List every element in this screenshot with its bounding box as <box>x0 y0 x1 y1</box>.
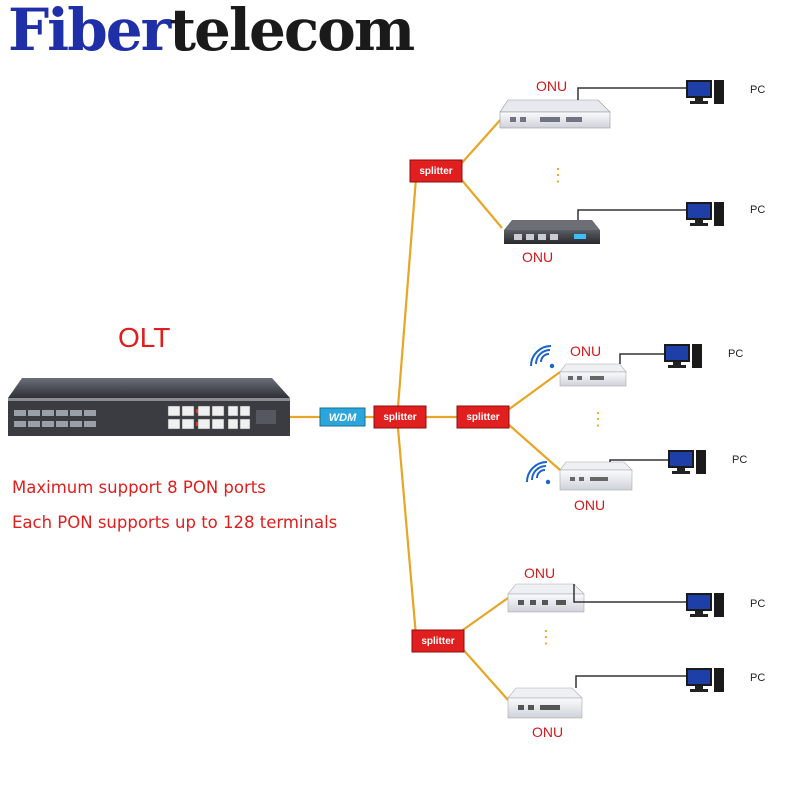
olt-note-1: Maximum support 8 PON ports <box>12 478 266 497</box>
splitter-upper: splitter <box>409 159 463 183</box>
ethernet-cables <box>573 87 686 688</box>
pc-icon-5 <box>686 593 724 617</box>
pc-label-2: PC <box>750 204 766 216</box>
pc-icon-1 <box>686 80 724 104</box>
onu-lower-1 <box>507 583 585 613</box>
cable-lower-2 <box>575 675 686 688</box>
pc-label-4: PC <box>732 454 748 466</box>
pc-label-6: PC <box>750 672 766 684</box>
onu-label-lower-2: ONU <box>532 724 564 740</box>
fiber-main-upper <box>396 177 418 408</box>
fiber-main-lower <box>396 427 418 637</box>
onu-middle-2 <box>559 461 633 491</box>
continuation-dots-lower: ⋮ <box>537 627 555 647</box>
wdm-label: WDM <box>329 412 357 424</box>
fiber-lower-onu1 <box>459 597 509 633</box>
pc-label-5: PC <box>750 598 766 610</box>
onu-label-lower-1: ONU <box>524 565 556 581</box>
pc-icon-2 <box>686 202 724 226</box>
fiber-upper-onu2 <box>459 177 503 229</box>
onu-lower-2 <box>507 687 583 719</box>
onu-upper-1 <box>499 99 611 129</box>
wifi-icon <box>530 345 555 369</box>
fiber-lower-onu2 <box>459 645 509 701</box>
splitter-main: splitter <box>373 405 427 429</box>
olt-device <box>8 378 290 436</box>
onu-middle-1 <box>559 363 627 387</box>
onu-label-upper-1: ONU <box>536 78 568 94</box>
onu-upper-2 <box>504 220 600 244</box>
splitter-upper-label: splitter <box>419 166 452 177</box>
pc-label-3: PC <box>728 348 744 360</box>
brand-logo: Fibertelecom <box>8 0 415 64</box>
cable-upper-2 <box>577 209 686 220</box>
olt-title: OLT <box>118 322 171 353</box>
fiber-lines <box>288 117 561 701</box>
cable-middle-1 <box>619 353 664 364</box>
continuation-dots-upper: ⋮ <box>549 165 567 185</box>
wdm-box: WDM <box>319 407 366 427</box>
fiber-middle-onu1 <box>507 371 561 411</box>
continuation-dots-middle: ⋮ <box>589 409 607 429</box>
splitter-lower: splitter <box>411 629 465 653</box>
wifi-icon-2 <box>526 461 551 485</box>
splitter-middle-label: splitter <box>466 412 499 423</box>
splitter-main-label: splitter <box>383 412 416 423</box>
splitter-middle: splitter <box>456 405 510 429</box>
fiber-upper-onu1 <box>459 117 503 166</box>
splitter-lower-label: splitter <box>421 636 454 647</box>
onu-label-middle-1: ONU <box>570 343 602 359</box>
cable-lower-1 <box>573 584 686 603</box>
cable-upper-1 <box>577 87 686 100</box>
pc-icon-4 <box>668 450 706 474</box>
pc-label-1: PC <box>750 84 766 96</box>
pc-icon-6 <box>686 668 724 692</box>
cable-middle-2 <box>609 459 668 462</box>
onu-label-upper-2: ONU <box>522 249 554 265</box>
fiber-middle-onu2 <box>507 423 561 471</box>
pc-icon-3 <box>664 344 702 368</box>
onu-label-middle-2: ONU <box>574 497 606 513</box>
olt-note-2: Each PON supports up to 128 terminals <box>12 513 338 532</box>
